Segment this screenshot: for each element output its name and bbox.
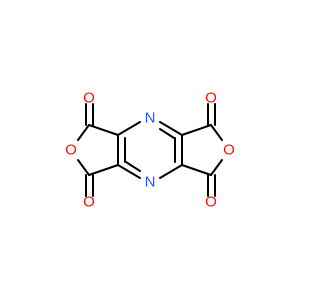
molecule-svg: O O O O O O N N [0, 0, 300, 300]
bond-c7-o-ring-right [210, 124, 223, 141]
bond-c1-n-top [117, 121, 141, 136]
bond-c4-c8 [181, 164, 212, 176]
bond-c3-c7 [181, 124, 212, 136]
bond-c8-o-ring-right [210, 159, 223, 176]
atom-labels-group: O O O O O O N N [65, 90, 235, 211]
bond-c1-c5 [88, 124, 119, 136]
molecule-diagram: O O O O O O N N [0, 0, 300, 300]
bonds-group [77, 103, 223, 197]
atom-n-top: N [145, 110, 156, 127]
bond-c6-o-ring-left [77, 159, 90, 176]
bond-n-bottom-c4 [159, 164, 183, 179]
atom-o-top-right: O [205, 90, 217, 107]
bond-n-top-c3 [159, 121, 183, 136]
atom-o-ring-left: O [65, 142, 77, 159]
atom-o-ring-right: O [223, 142, 235, 159]
bond-c2-c6 [88, 164, 119, 176]
atom-o-bottom-left: O [83, 194, 95, 211]
bond-c2-n-bottom-inner [125, 161, 141, 172]
bond-n-top-c3-inner [159, 128, 175, 139]
atom-o-top-left: O [83, 90, 95, 107]
background [0, 0, 300, 300]
atom-o-bottom-right: O [205, 194, 217, 211]
atom-n-bottom: N [145, 174, 156, 191]
bond-c5-o-ring-left [77, 124, 90, 141]
bond-c2-n-bottom [117, 164, 141, 179]
